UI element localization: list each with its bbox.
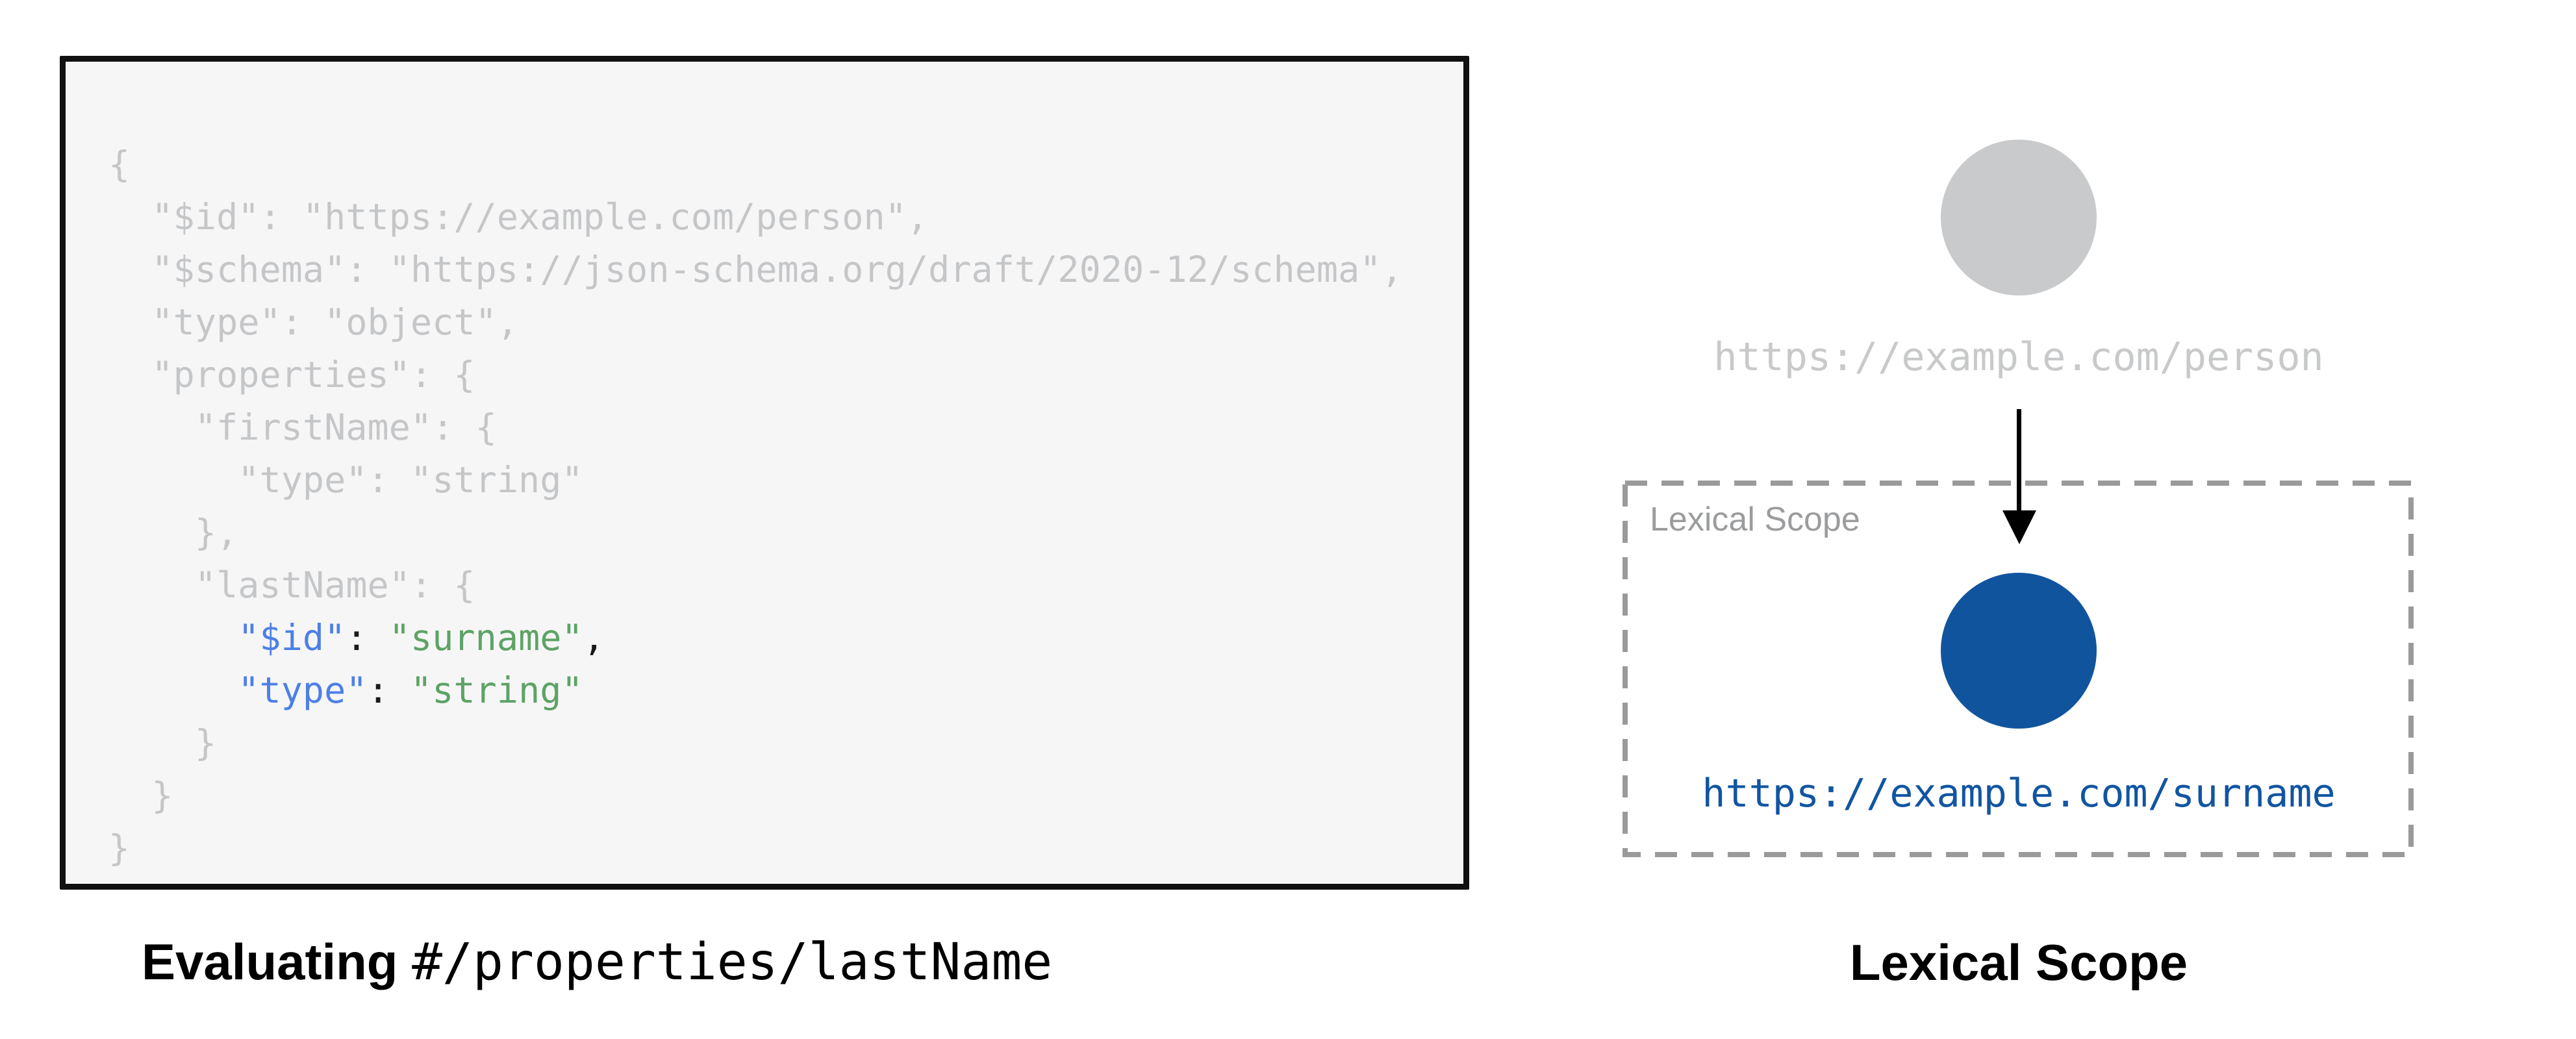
left-caption: Evaluating #/properties/lastName xyxy=(142,933,1052,992)
code-token xyxy=(108,670,238,711)
parent-schema-uri: https://example.com/person xyxy=(1713,334,2324,380)
code-token: , xyxy=(583,617,605,658)
json-schema-code: { "$id": "https://example.com/person", "… xyxy=(108,138,1403,875)
code-token: "$schema": "https://json-schema.org/draf… xyxy=(108,249,1403,290)
code-line: "type": "string" xyxy=(108,459,583,501)
code-line: "$id": "https://example.com/person", xyxy=(108,196,928,238)
code-token: { xyxy=(108,144,131,185)
code-token: : xyxy=(367,670,389,711)
code-line: }, xyxy=(108,512,238,553)
code-token: "$id": "https://example.com/person", xyxy=(108,196,929,238)
code-line: "type": "object", xyxy=(108,301,518,343)
child-schema-circle xyxy=(1941,573,2097,729)
code-line: "properties": { xyxy=(108,354,475,395)
child-schema-uri: https://example.com/surname xyxy=(1702,771,2336,816)
json-schema-panel xyxy=(60,56,1469,890)
code-token: "string" xyxy=(410,670,583,711)
lexical-scope-dashed-border xyxy=(1623,481,2414,857)
code-token: "$id" xyxy=(238,617,346,658)
code-token: "lastName": { xyxy=(108,564,475,606)
lexical-scope-box xyxy=(1623,481,2414,857)
code-token: } xyxy=(108,827,131,869)
code-line: "$schema": "https://json-schema.org/draf… xyxy=(108,249,1403,290)
code-line: } xyxy=(108,775,173,816)
code-line: "lastName": { xyxy=(108,564,475,606)
code-token xyxy=(108,617,238,658)
code-line: "$id": "surname", xyxy=(108,617,605,658)
code-token xyxy=(389,670,410,711)
code-token xyxy=(368,617,389,658)
code-token: "type": "string" xyxy=(108,459,583,501)
code-line: "type": "string" xyxy=(108,670,583,711)
code-token: }, xyxy=(108,512,238,553)
code-token: "firstName": { xyxy=(108,407,497,448)
code-token: "type": "object", xyxy=(108,301,519,343)
code-token: : xyxy=(346,617,368,658)
code-token: } xyxy=(108,722,217,764)
code-line: "firstName": { xyxy=(108,407,497,448)
code-token: "surname" xyxy=(388,617,583,658)
left-caption-bold-text: Evaluating xyxy=(142,933,398,990)
code-token: } xyxy=(108,775,173,816)
lexical-scope-label: Lexical Scope xyxy=(1650,501,1860,538)
parent-schema-circle xyxy=(1941,140,2097,295)
code-line: { xyxy=(108,144,130,185)
code-line: } xyxy=(108,722,216,764)
code-line: } xyxy=(108,827,130,869)
reference-arrow-head-icon xyxy=(2002,510,2036,544)
left-caption-pointer-text: #/properties/lastName xyxy=(412,933,1053,992)
right-caption: Lexical Scope xyxy=(1849,934,2188,991)
code-token: "properties": { xyxy=(108,354,475,395)
reference-arrow-line xyxy=(2017,409,2021,513)
left-caption-spacer xyxy=(398,933,412,990)
code-token: "type" xyxy=(238,670,368,711)
